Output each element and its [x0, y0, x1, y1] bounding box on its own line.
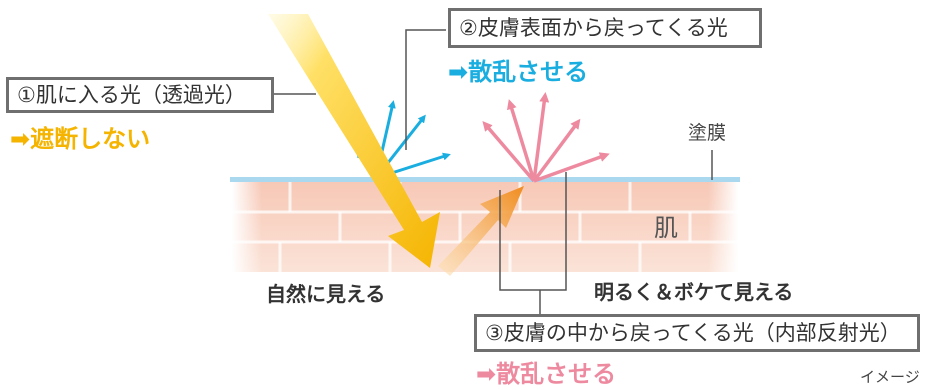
light2-label: ②皮膚表面から戻ってくる光 [459, 15, 728, 40]
bright-blur-caption: 明るく＆ボケて見える [594, 280, 794, 304]
light1-outcome: ➡遮断しない [10, 125, 151, 153]
light3-outcome: ➡散乱させる [476, 360, 617, 388]
light2-label-box: ②皮膚表面から戻ってくる光 [448, 8, 762, 48]
light3-label-box: ③皮膚の中から戻ってくる光（内部反射光） [474, 314, 920, 352]
coating-label: 塗膜 [688, 122, 727, 144]
image-note: イメージ [860, 368, 920, 386]
light3-label: ③皮膚の中から戻ってくる光（内部反射光） [485, 320, 901, 345]
skin-label: 肌 [654, 214, 678, 242]
internal-reflection-arrow [438, 186, 524, 276]
leader-lines [270, 29, 713, 318]
light1-label: ①肌に入る光（透過光） [17, 82, 246, 107]
internal-scatter-arrows [482, 92, 610, 183]
transmitted-light-beam [268, 14, 440, 268]
light1-label-box: ①肌に入る光（透過光） [6, 77, 274, 113]
natural-look-caption: 自然に見える [266, 282, 386, 306]
coating-layer [230, 177, 740, 182]
light2-outcome: ➡散乱させる [448, 58, 589, 86]
skin-layer [232, 180, 738, 274]
